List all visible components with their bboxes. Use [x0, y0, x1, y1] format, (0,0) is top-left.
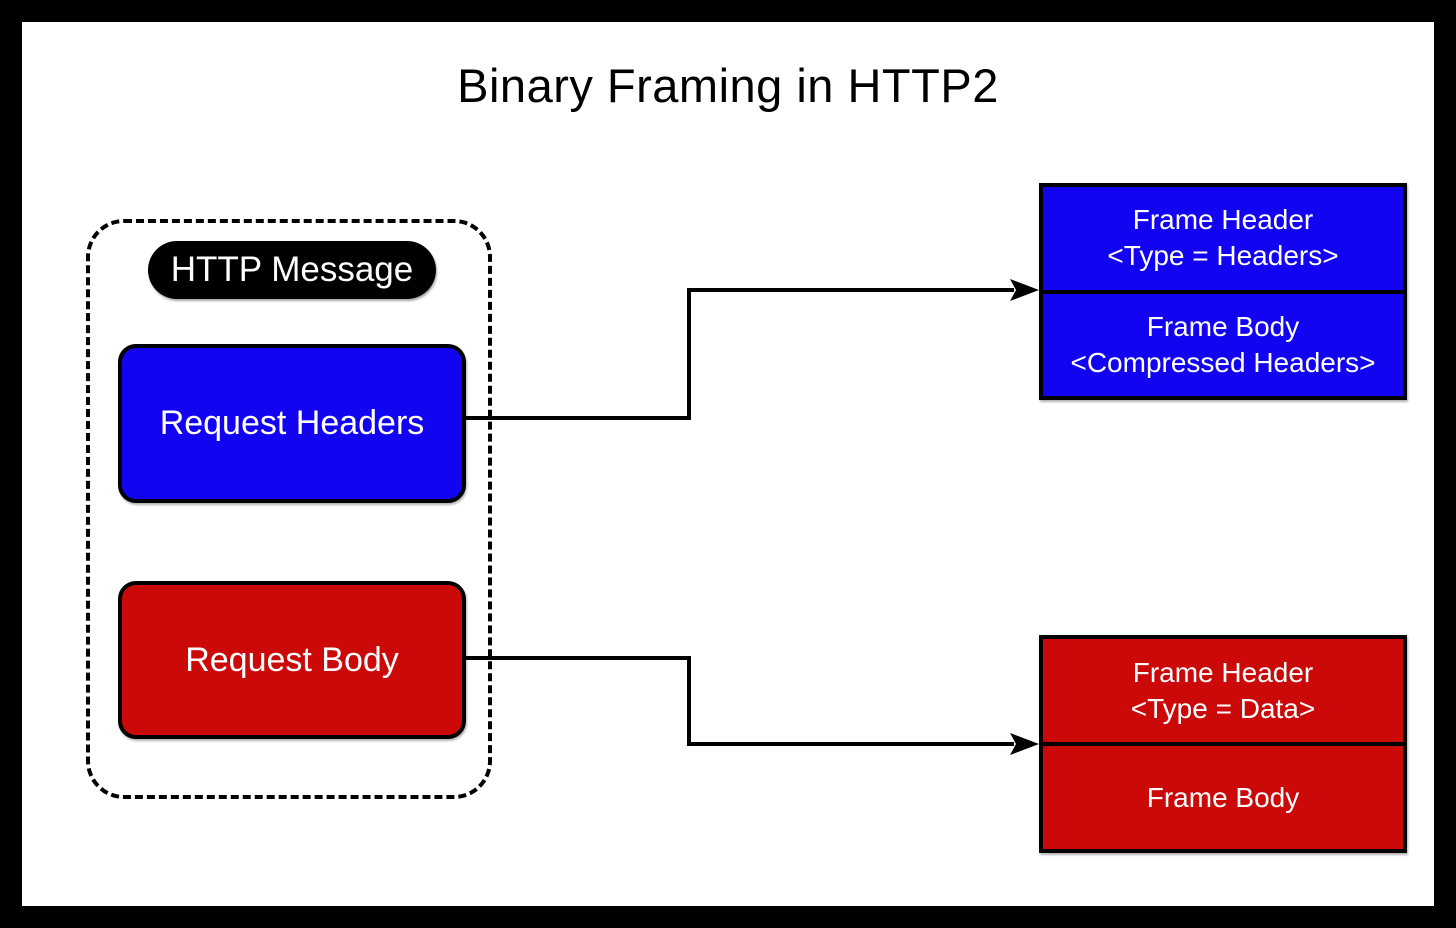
headers-connector-arrowhead — [1010, 279, 1039, 301]
frame-header-type: <Type = Headers> — [1107, 240, 1339, 272]
body-connector-line — [462, 656, 1014, 746]
data-frame-body-section: Frame Body — [1043, 746, 1403, 849]
frame-header-label: Frame Header — [1132, 656, 1314, 688]
http-message-badge: HTTP Message — [148, 241, 436, 299]
headers-frame-body-section: Frame Body <Compressed Headers> — [1043, 294, 1403, 397]
diagram-title: Binary Framing in HTTP2 — [457, 59, 999, 112]
headers-frame-box: Frame Header <Type = Headers> Frame Body… — [1039, 183, 1407, 400]
http-message-group: HTTP Message Request Headers Request Bod… — [86, 219, 492, 799]
request-body-node: Request Body — [118, 581, 466, 739]
headers-frame-header-section: Frame Header <Type = Headers> — [1043, 187, 1403, 294]
body-connector-arrowhead — [1010, 733, 1039, 755]
data-frame-box: Frame Header <Type = Data> Frame Body — [1039, 635, 1407, 853]
frame-header-label: Frame Header — [1132, 204, 1314, 236]
frame-body-label: Frame Body — [1146, 781, 1300, 813]
frame-header-type: <Type = Data> — [1130, 692, 1316, 724]
request-headers-node: Request Headers — [118, 344, 466, 503]
frame-body-content: <Compressed Headers> — [1070, 346, 1376, 378]
frame-body-label: Frame Body — [1146, 310, 1300, 342]
data-frame-header-section: Frame Header <Type = Data> — [1043, 639, 1403, 746]
headers-connector-line — [462, 288, 1014, 420]
